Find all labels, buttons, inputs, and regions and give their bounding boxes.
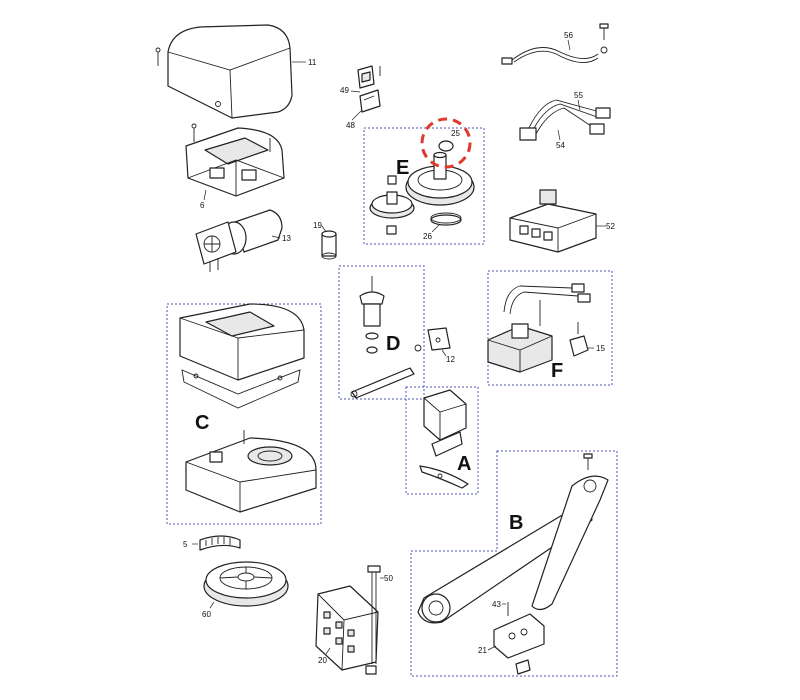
callout-48: 48 bbox=[346, 121, 355, 130]
group-label-C: C bbox=[195, 412, 209, 434]
group-C-housing bbox=[179, 303, 317, 513]
callout-52: 52 bbox=[606, 222, 615, 231]
group-label-B: B bbox=[509, 512, 523, 534]
callout-6: 6 bbox=[200, 201, 205, 210]
group-E-box bbox=[363, 127, 485, 245]
part-13-motor bbox=[195, 209, 283, 272]
callout-26: 26 bbox=[423, 232, 432, 241]
callout-56: 56 bbox=[564, 31, 573, 40]
group-label-E: E bbox=[396, 157, 409, 179]
part-48-49-clip bbox=[357, 65, 381, 113]
group-A-box bbox=[405, 386, 479, 495]
group-label-A: A bbox=[457, 453, 471, 475]
part-56-cable bbox=[501, 23, 609, 65]
callout-5: 5 bbox=[183, 540, 188, 549]
group-F-transformer bbox=[487, 283, 591, 373]
callout-50: 50 bbox=[384, 574, 393, 583]
callout-60: 60 bbox=[202, 610, 211, 619]
part-54-55-harness bbox=[519, 99, 611, 141]
part-60-wheel bbox=[203, 561, 289, 607]
part-52-controller bbox=[509, 189, 597, 253]
callout-21: 21 bbox=[478, 646, 487, 655]
part-50-bolt bbox=[367, 565, 381, 664]
callout-49: 49 bbox=[340, 86, 349, 95]
callout-12: 12 bbox=[446, 355, 455, 364]
highlight-circle bbox=[420, 117, 472, 169]
part-19-spacer bbox=[321, 230, 337, 260]
group-E-gears bbox=[369, 117, 475, 235]
callout-19: 19 bbox=[313, 221, 322, 230]
callout-25: 25 bbox=[451, 129, 460, 138]
group-C-box bbox=[166, 303, 322, 525]
callout-15: 15 bbox=[596, 344, 605, 353]
part-5-gear-rack bbox=[199, 535, 241, 551]
group-label-D: D bbox=[386, 333, 400, 355]
group-D-shaft bbox=[350, 276, 415, 399]
group-B-box bbox=[410, 450, 618, 677]
part-11-cover bbox=[155, 24, 293, 119]
group-A-brackets bbox=[419, 389, 469, 489]
group-B-arms bbox=[417, 453, 609, 675]
group-label-F: F bbox=[551, 360, 563, 382]
group-D-box bbox=[338, 265, 425, 400]
callout-54: 54 bbox=[556, 141, 565, 150]
callout-55: 55 bbox=[574, 91, 583, 100]
part-20-plate bbox=[315, 585, 379, 675]
callout-11: 11 bbox=[308, 58, 317, 67]
callout-13: 13 bbox=[282, 234, 291, 243]
part-12-bracket bbox=[414, 327, 451, 352]
callout-20: 20 bbox=[318, 656, 327, 665]
part-6-base bbox=[185, 123, 285, 197]
group-F-box bbox=[487, 270, 613, 386]
callout-43: 43 bbox=[492, 600, 501, 609]
